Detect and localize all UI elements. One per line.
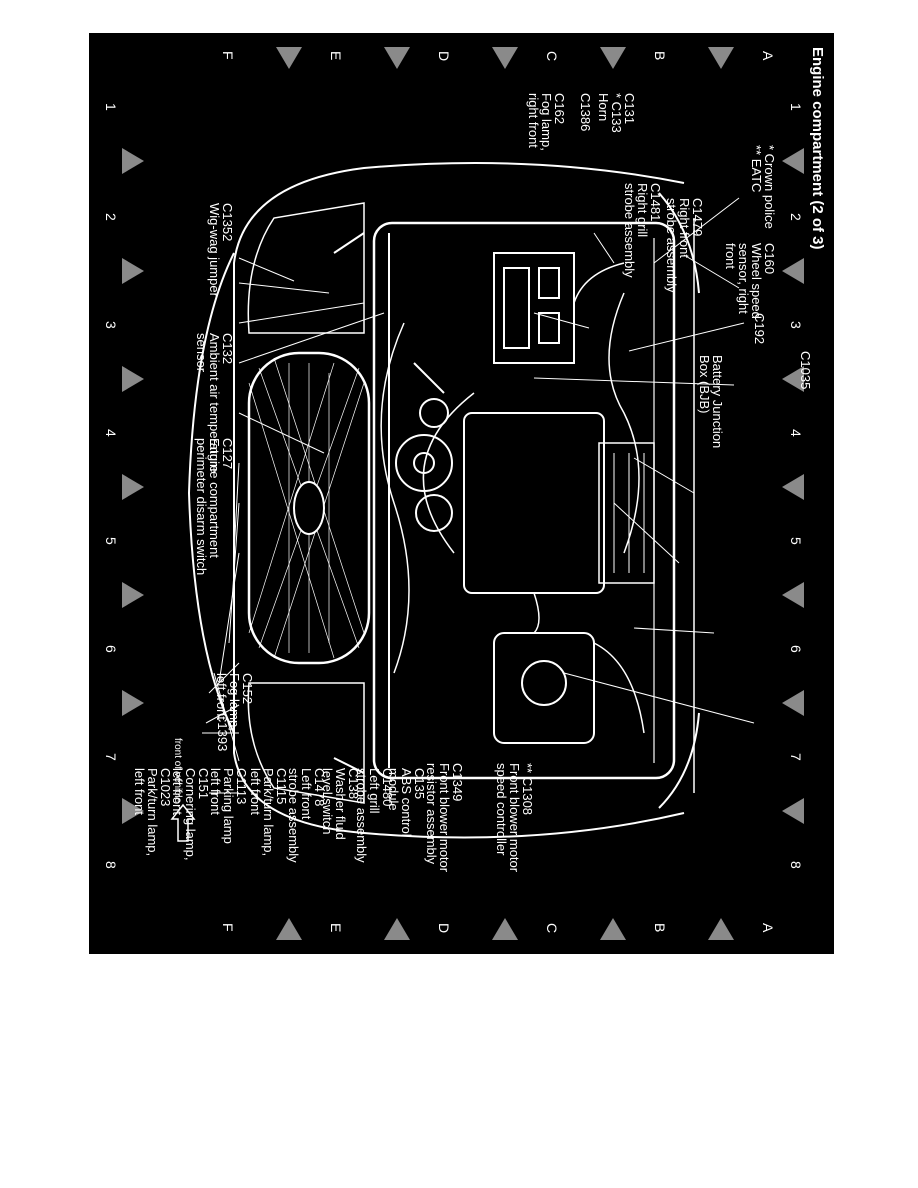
register-triangle bbox=[782, 690, 804, 716]
label-c1308: ** C1308 Front blower motor speed contro… bbox=[494, 763, 535, 873]
register-triangle bbox=[122, 690, 144, 716]
coord-col-3-bottom: 3 bbox=[103, 321, 119, 329]
label-c1481: C1481 Right grill strobe assembly bbox=[622, 183, 663, 278]
register-triangle bbox=[122, 148, 144, 174]
register-triangle bbox=[276, 47, 302, 69]
coord-col-2: 2 bbox=[788, 213, 804, 221]
coord-col-7-bottom: 7 bbox=[103, 753, 119, 761]
coord-row-c-right: C bbox=[544, 923, 560, 934]
coord-col-8-bottom: 8 bbox=[103, 861, 119, 869]
label-c1115: C1115 Park/turn lamp, left front bbox=[248, 768, 289, 857]
coord-row-b: B bbox=[652, 51, 668, 61]
register-triangle bbox=[492, 918, 518, 940]
coord-col-4-bottom: 4 bbox=[103, 429, 119, 437]
label-c160: C160 Wheel speed sensor, right front bbox=[723, 243, 777, 319]
coord-row-a-right: A bbox=[760, 923, 776, 933]
register-triangle bbox=[782, 798, 804, 824]
coord-row-b-right: B bbox=[652, 923, 668, 933]
coord-row-d: D bbox=[436, 51, 452, 62]
register-triangle bbox=[708, 47, 734, 69]
register-triangle bbox=[600, 47, 626, 69]
coord-col-5-bottom: 5 bbox=[103, 537, 119, 545]
register-triangle bbox=[122, 582, 144, 608]
label-c1023: C1023 Park/turn lamp, left front bbox=[132, 768, 173, 857]
register-triangle bbox=[276, 918, 302, 940]
label-c1113: C1113 Parking lamp left front bbox=[208, 768, 249, 844]
label-c1479: C1479 Right front strobe assembly bbox=[664, 198, 705, 293]
legend-note: * Crown police ** EATC bbox=[749, 145, 777, 229]
coord-row-f: F bbox=[220, 51, 236, 60]
label-c152: C152 Fog lamp, left front bbox=[214, 673, 255, 731]
register-triangle bbox=[122, 258, 144, 284]
engine-compartment-illustration bbox=[187, 162, 755, 839]
coord-row-e-right: E bbox=[328, 923, 344, 933]
diagram-title: Engine compartment (2 of 3) bbox=[809, 47, 826, 250]
label-battery-junction-box: Battery Junction Box (BJB) bbox=[697, 355, 725, 449]
label-c162: C162 Fog lamp, right front bbox=[526, 93, 567, 151]
front-of-vehicle-label: front of vehicle bbox=[172, 738, 183, 804]
label-c127: C127 Engine compartment perimeter disarm… bbox=[194, 438, 235, 576]
label-c131-c133: C131 * C133 Horn bbox=[596, 93, 637, 133]
rotated-canvas: Engine compartment (2 of 3) 1 2 3 4 5 6 … bbox=[89, 33, 834, 954]
arrow-left-icon bbox=[170, 803, 196, 842]
register-triangle bbox=[782, 258, 804, 284]
coord-col-6-bottom: 6 bbox=[103, 645, 119, 653]
register-triangle bbox=[782, 474, 804, 500]
coord-col-8: 8 bbox=[788, 861, 804, 869]
register-triangle bbox=[708, 918, 734, 940]
register-triangle bbox=[384, 918, 410, 940]
coord-col-6: 6 bbox=[788, 645, 804, 653]
coord-col-2-bottom: 2 bbox=[103, 213, 119, 221]
diagram-sheet: Engine compartment (2 of 3) 1 2 3 4 5 6 … bbox=[89, 33, 834, 954]
coord-col-3: 3 bbox=[788, 321, 804, 329]
register-triangle bbox=[782, 148, 804, 174]
label-c1478: C1478 Left front strobe assembly bbox=[286, 768, 327, 863]
coord-col-1-bottom: 1 bbox=[103, 103, 119, 111]
coord-row-f-right: F bbox=[220, 923, 236, 932]
coord-row-c: C bbox=[544, 51, 560, 62]
register-triangle bbox=[782, 582, 804, 608]
coord-col-5: 5 bbox=[788, 537, 804, 545]
register-triangle bbox=[384, 47, 410, 69]
label-c1352: C1352 Wig-wag jumper bbox=[207, 203, 235, 297]
register-triangle bbox=[122, 474, 144, 500]
coord-row-d-right: D bbox=[436, 923, 452, 934]
register-triangle bbox=[600, 918, 626, 940]
coord-col-4: 4 bbox=[788, 429, 804, 437]
label-c192: C192 bbox=[752, 313, 767, 345]
register-triangle bbox=[122, 366, 144, 392]
label-c1035: C1035 bbox=[798, 351, 813, 390]
coord-col-7: 7 bbox=[788, 753, 804, 761]
label-c1386: C1386 bbox=[578, 93, 593, 132]
coord-row-e: E bbox=[328, 51, 344, 61]
register-triangle bbox=[492, 47, 518, 69]
coord-row-a: A bbox=[760, 51, 776, 61]
label-c135: C135 ABS control module bbox=[386, 768, 427, 837]
label-c1349: C1349 Front blower motor resistor assemb… bbox=[424, 763, 465, 873]
coord-col-1: 1 bbox=[788, 103, 804, 111]
